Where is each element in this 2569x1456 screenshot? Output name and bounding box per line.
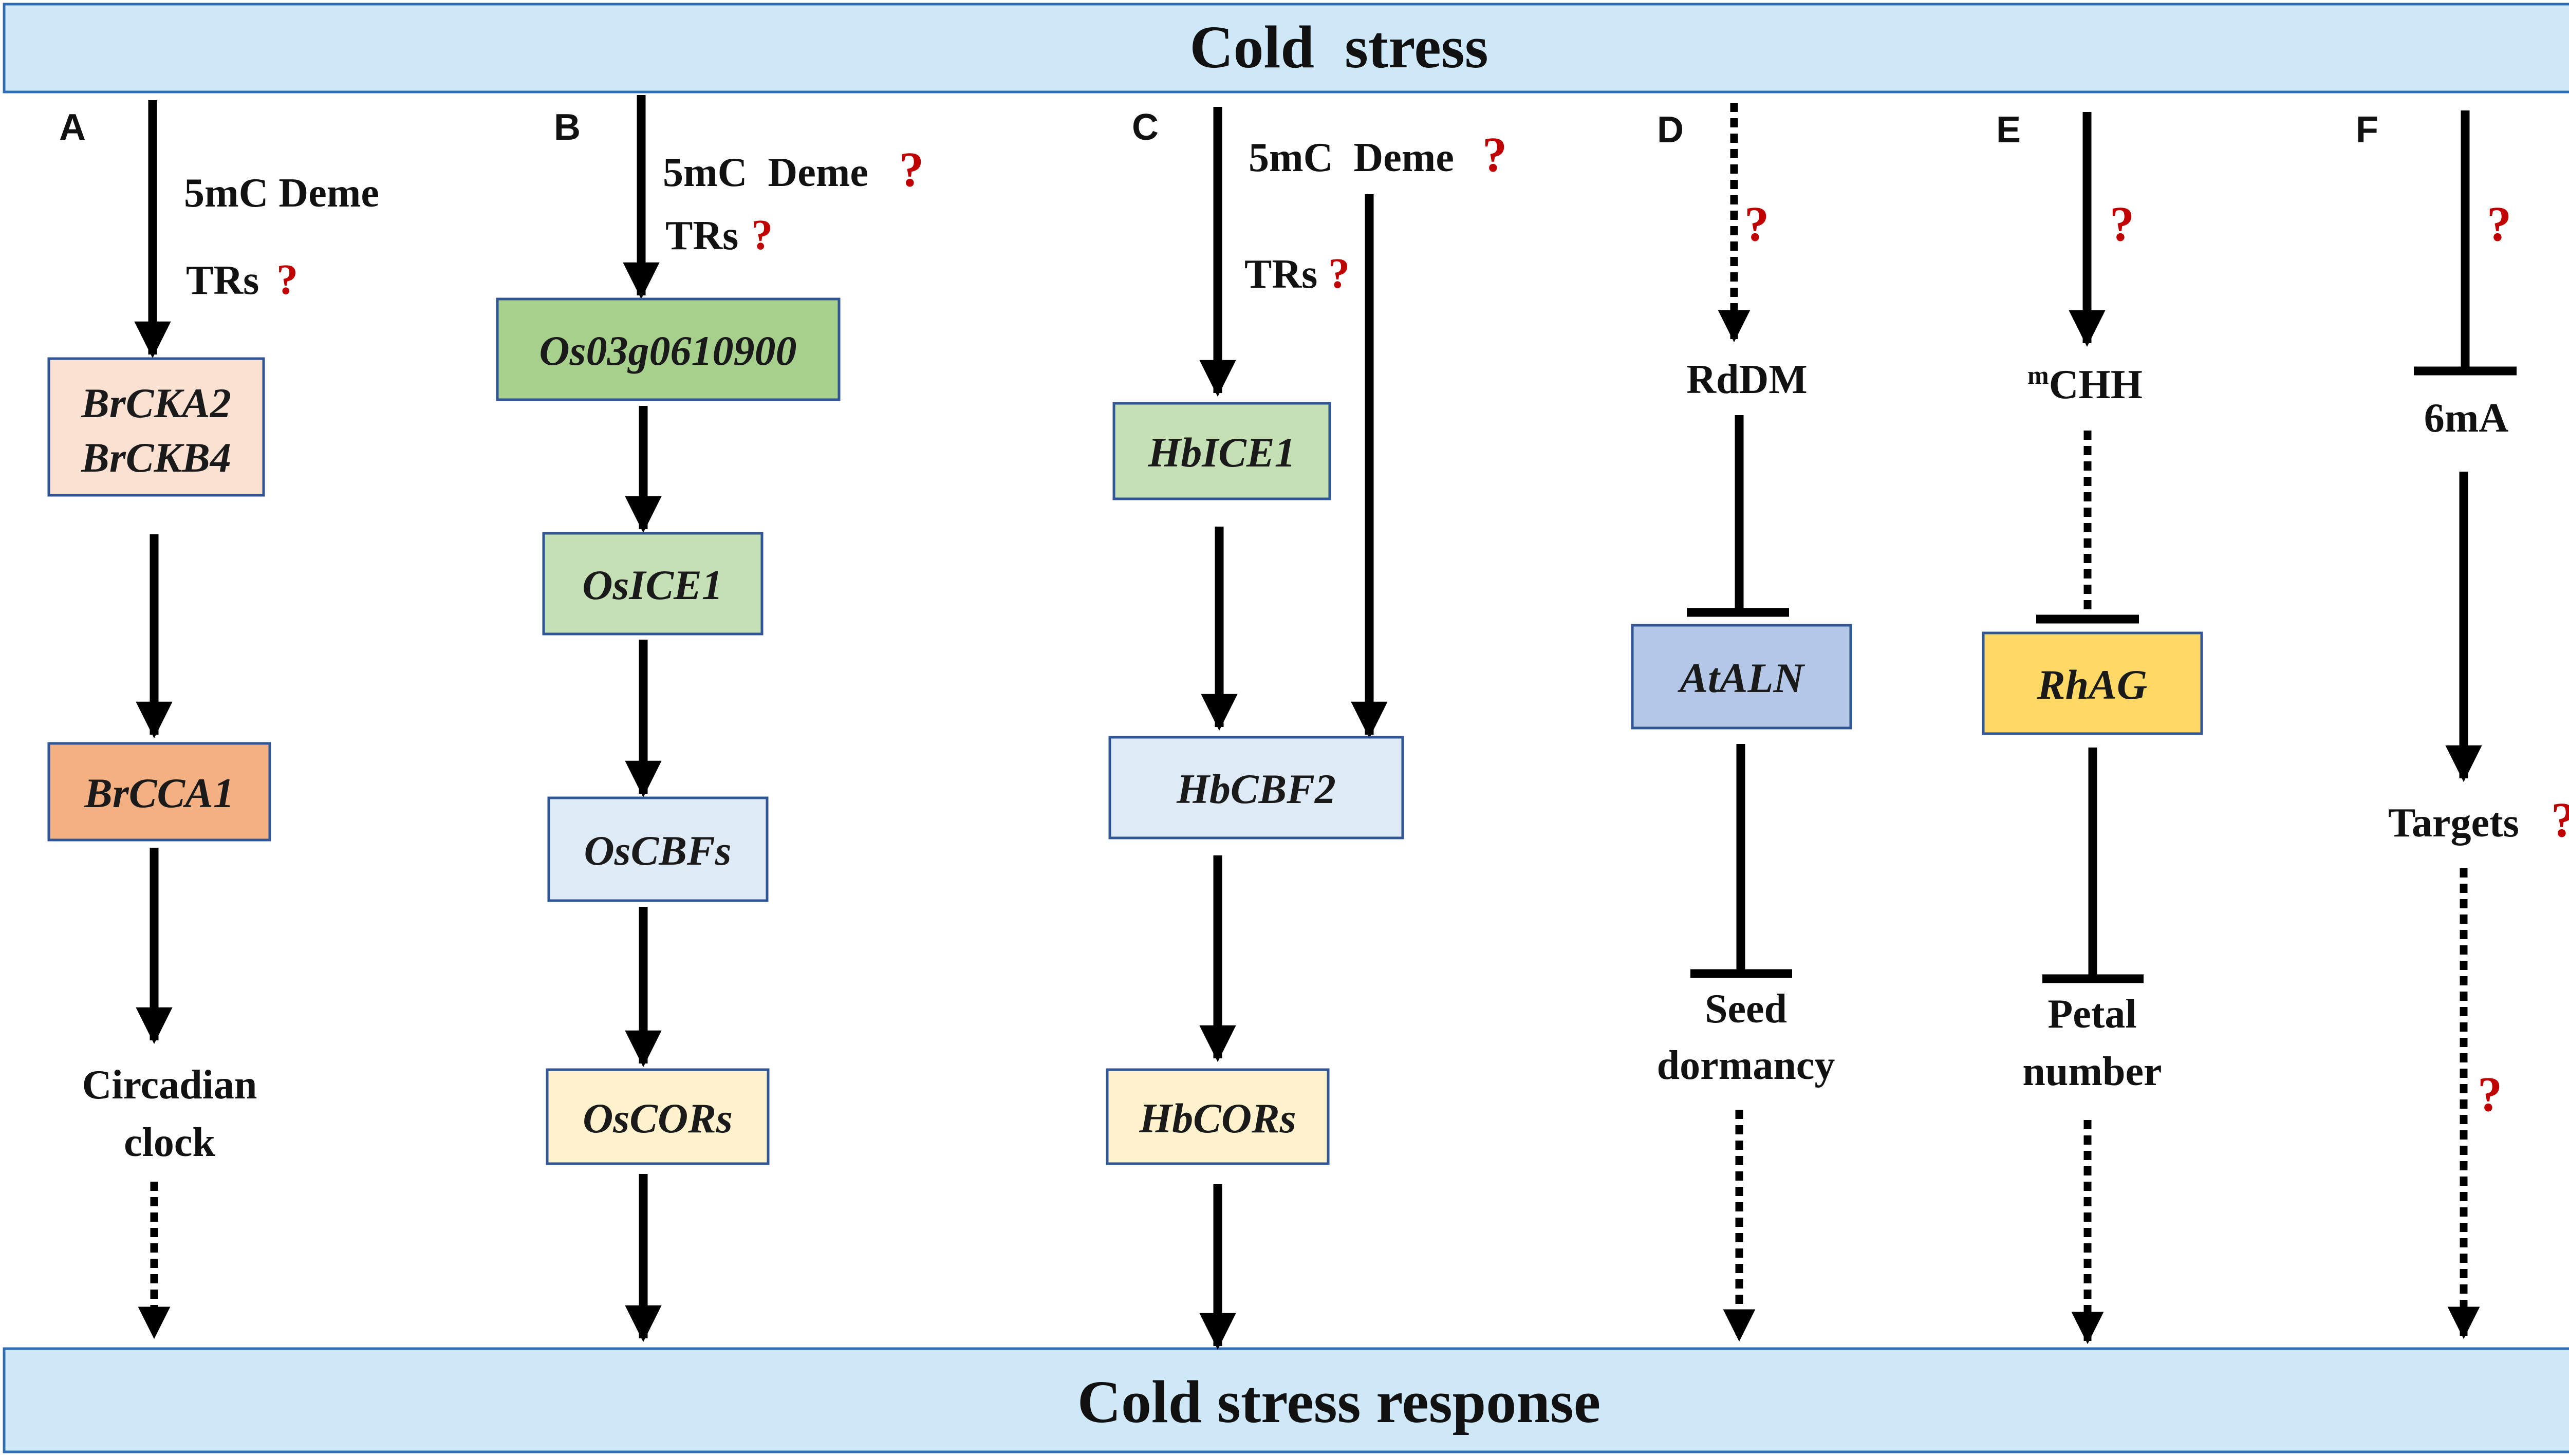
panel-a-label-trs: TRs bbox=[186, 258, 259, 303]
panel-d-gene-ataln: AtALN bbox=[1677, 655, 1805, 701]
panel-e-output-number: number bbox=[2022, 1049, 2162, 1094]
panel-e: E ? mCHH RhAG Petal number bbox=[1982, 109, 2203, 1345]
panel-d-question-mark: ? bbox=[1744, 196, 1769, 251]
panel-a-box-brcca1 bbox=[47, 742, 271, 842]
panel-c-box-hbcbf2 bbox=[1108, 736, 1404, 839]
panel-a-box-brcka2-brckb4 bbox=[47, 357, 265, 497]
bottom-bar-title: Cold stress response bbox=[1077, 1368, 1600, 1435]
panel-c-question-mark-2: ? bbox=[1328, 250, 1350, 297]
panel-e-node-label: CHH bbox=[2049, 362, 2143, 407]
panel-b-label-5mc: 5mC Deme bbox=[663, 150, 868, 195]
panel-b-gene-oscors: OsCORs bbox=[583, 1095, 733, 1142]
panel-f-question-mark-2: ? bbox=[2551, 792, 2569, 847]
panel-b-gene-oscbfs: OsCBFs bbox=[584, 827, 731, 874]
panel-c-gene-hbice1: HbICE1 bbox=[1147, 429, 1295, 476]
panel-a: A 5mC Deme TRs ? BrCKA2 BrCKB4 BrCCA1 Ci… bbox=[47, 100, 379, 1339]
panel-c-box-hbice1 bbox=[1112, 402, 1331, 500]
panel-b-question-mark-1: ? bbox=[899, 142, 924, 197]
panel-a-output-clock: clock bbox=[124, 1120, 215, 1165]
panel-c-box-hbcors bbox=[1106, 1068, 1330, 1165]
panel-e-node-superscript: m bbox=[2027, 361, 2049, 389]
panel-c-gene-hbcbf2: HbCBF2 bbox=[1176, 766, 1336, 812]
panel-a-label-5mc: 5mC Deme bbox=[184, 171, 379, 216]
panel-d-node-rddm: RdDM bbox=[1686, 357, 1808, 402]
panel-f: F ? 6mA Targets ? ? bbox=[2356, 109, 2569, 1339]
panel-f-question-mark-3: ? bbox=[2478, 1067, 2502, 1122]
panel-c-label-5mc: 5mC Deme bbox=[1249, 135, 1454, 180]
panel-f-letter: F bbox=[2356, 109, 2378, 151]
panel-b-letter: B bbox=[554, 107, 581, 148]
panel-a-output-circadian: Circadian bbox=[82, 1062, 257, 1108]
panel-b-box-osice1 bbox=[542, 532, 764, 636]
panel-a-letter: A bbox=[59, 107, 86, 148]
panel-f-node-targets: Targets bbox=[2388, 800, 2519, 846]
panel-e-box-rhag bbox=[1982, 631, 2203, 735]
bottom-bar: Cold stress response bbox=[3, 1347, 2569, 1453]
panel-e-gene-rhag: RhAG bbox=[2037, 661, 2147, 708]
panel-b-box-oscors bbox=[546, 1068, 770, 1165]
panel-a-gene-brckb4: BrCKB4 bbox=[81, 434, 231, 481]
panel-d: D ? RdDM AtALN Seed dormancy bbox=[1631, 103, 1852, 1342]
panel-a-question-mark: ? bbox=[276, 256, 298, 304]
panel-a-gene-brcca1: BrCCA1 bbox=[84, 770, 234, 816]
panel-b-label-trs: TRs bbox=[665, 213, 738, 258]
panel-b-box-os03g0610900 bbox=[496, 297, 841, 401]
panel-e-question-mark: ? bbox=[2110, 196, 2134, 251]
panel-c-question-mark-1: ? bbox=[1482, 127, 1507, 182]
top-bar: Cold stress bbox=[3, 3, 2569, 94]
top-bar-title: Cold stress bbox=[1189, 13, 1488, 81]
panel-c-label-trs: TRs bbox=[1244, 252, 1317, 297]
panel-f-node-6ma: 6mA bbox=[2424, 396, 2509, 441]
panel-b-box-oscbfs bbox=[547, 796, 769, 902]
panel-c-gene-hbcors: HbCORs bbox=[1139, 1095, 1296, 1142]
panel-d-letter: D bbox=[1657, 109, 1684, 151]
panel-e-node-mchh: mCHH bbox=[2027, 361, 2143, 407]
panel-c-letter: C bbox=[1132, 107, 1159, 148]
panel-d-box-ataln bbox=[1631, 624, 1852, 730]
panel-a-gene-brcka2: BrCKA2 bbox=[81, 380, 231, 426]
panel-b-gene-os03g0610900: Os03g0610900 bbox=[539, 327, 796, 374]
panel-d-output-seed: Seed bbox=[1705, 986, 1787, 1032]
panel-b-question-mark-2: ? bbox=[751, 211, 773, 259]
panel-c: C 5mC Deme ? TRs ? HbICE1 HbCBF2 HbCORs bbox=[1106, 107, 1507, 1350]
panel-f-question-mark-1: ? bbox=[2487, 196, 2511, 251]
panel-b: B 5mC Deme ? TRs ? Os03g0610900 OsICE1 O… bbox=[496, 95, 924, 1342]
panel-b-gene-osice1: OsICE1 bbox=[582, 562, 722, 608]
panel-e-output-petal: Petal bbox=[2047, 992, 2136, 1037]
panel-e-letter: E bbox=[1996, 109, 2021, 151]
panel-d-output-dormancy: dormancy bbox=[1657, 1043, 1835, 1088]
